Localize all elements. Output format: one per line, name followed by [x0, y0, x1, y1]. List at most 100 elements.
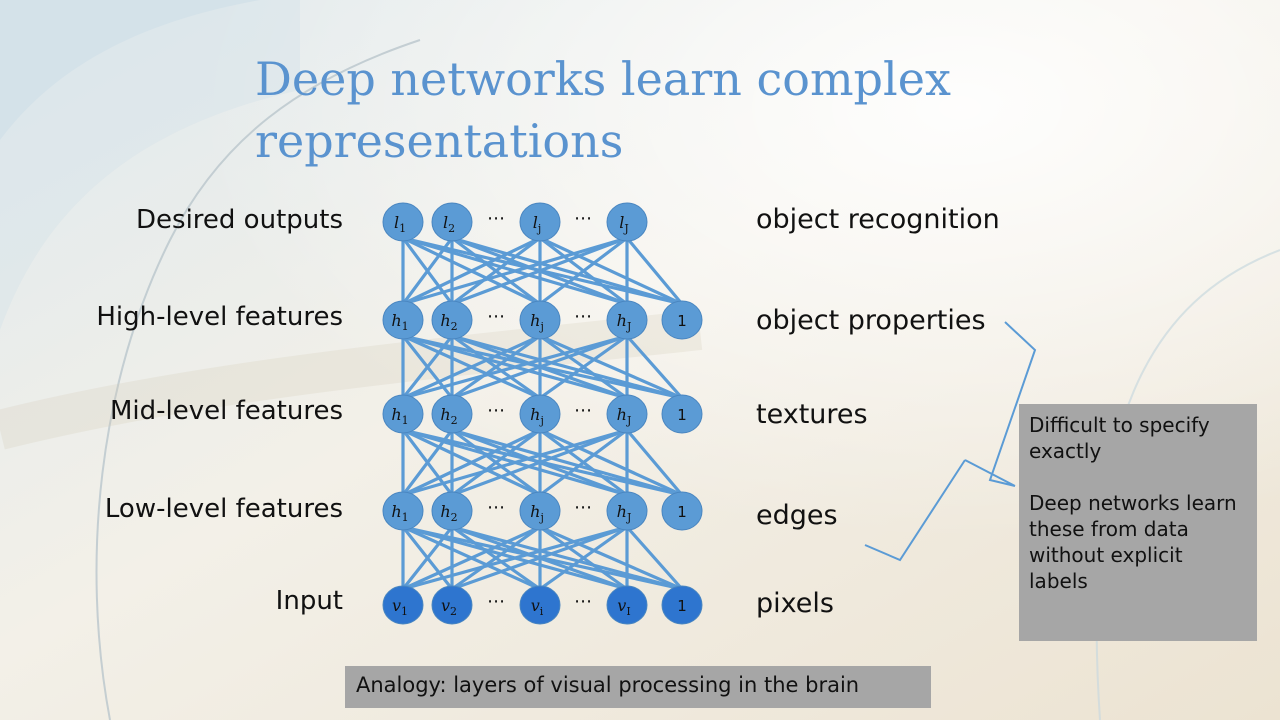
node-h-2 — [431, 394, 473, 434]
ellipsis-dots: ⋯ — [574, 591, 592, 612]
node-h-j — [519, 394, 561, 434]
ellipsis-dots: ⋯ — [487, 400, 505, 421]
edge — [401, 334, 542, 400]
edge — [450, 236, 629, 306]
bias-label: 1 — [677, 503, 687, 521]
ellipsis-dots: ⋯ — [487, 497, 505, 518]
ellipsis-dots: ⋯ — [574, 497, 592, 518]
edge — [401, 428, 542, 497]
node-h-2 — [431, 491, 473, 531]
edge — [450, 236, 542, 306]
note-box: Difficult to specify exactly Deep networ… — [1019, 404, 1257, 641]
edge — [450, 525, 542, 591]
node-h-2 — [431, 300, 473, 340]
node-h-J — [606, 300, 648, 340]
edge — [625, 334, 684, 400]
edge — [625, 525, 684, 591]
note-line-2: Deep networks learn these from data with… — [1029, 491, 1237, 593]
bias-node — [661, 300, 703, 340]
row-label-input: Input — [275, 586, 343, 616]
edge — [538, 428, 629, 497]
bias-label: 1 — [677, 312, 687, 330]
node-l-J — [606, 202, 648, 242]
edge — [538, 428, 684, 497]
edge — [401, 236, 629, 306]
node-label: hj — [530, 502, 544, 524]
node-h-j — [519, 491, 561, 531]
edge — [401, 525, 454, 591]
edge — [450, 334, 629, 400]
row-label-low-level: Low-level features — [104, 494, 343, 524]
edge — [401, 236, 454, 306]
edge — [401, 525, 629, 591]
right-label-edges: edges — [756, 500, 838, 531]
edge — [450, 525, 684, 591]
right-label-object-properties: object properties — [756, 305, 986, 336]
ellipsis-dots: ⋯ — [574, 400, 592, 421]
edge — [401, 525, 542, 591]
right-label-textures: textures — [756, 399, 868, 430]
node-h-J — [606, 491, 648, 531]
bias-label: 1 — [677, 597, 687, 615]
edge — [538, 525, 684, 591]
note-line-1: Difficult to specify exactly — [1029, 413, 1210, 463]
row-label-mid-level: Mid-level features — [109, 396, 343, 426]
edge — [450, 236, 684, 306]
edge — [401, 428, 629, 497]
node-label: lj — [533, 213, 542, 235]
edge — [538, 236, 684, 306]
node-label: hj — [530, 405, 544, 427]
edge — [450, 525, 629, 591]
edge — [538, 334, 629, 400]
edge — [625, 428, 684, 497]
bias-node — [661, 491, 703, 531]
edge — [538, 236, 629, 306]
edge — [625, 236, 684, 306]
node-l-1 — [382, 202, 424, 242]
node-v-2 — [431, 585, 473, 625]
node-h-1 — [382, 394, 424, 434]
ellipsis-dots: ⋯ — [487, 591, 505, 612]
node-h-J — [606, 394, 648, 434]
node-h-1 — [382, 300, 424, 340]
edges-group — [401, 236, 684, 591]
edge — [538, 334, 684, 400]
right-label-object-recognition: object recognition — [756, 204, 1000, 235]
ellipsis-dots: ⋯ — [487, 208, 505, 229]
node-v-1 — [382, 585, 424, 625]
node-h-1 — [382, 491, 424, 531]
bias-node — [661, 585, 703, 625]
bias-label: 1 — [677, 406, 687, 424]
ellipsis-dots: ⋯ — [487, 306, 505, 327]
bias-node — [661, 394, 703, 434]
edge — [450, 334, 542, 400]
edge — [401, 428, 454, 497]
row-label-high-level: High-level features — [96, 302, 343, 332]
node-l-2 — [431, 202, 473, 242]
node-v-I — [606, 585, 648, 625]
analogy-caption: Analogy: layers of visual processing in … — [345, 666, 931, 708]
ellipsis-dots: ⋯ — [574, 208, 592, 229]
node-l-j — [519, 202, 561, 242]
row-label-desired-outputs: Desired outputs — [136, 205, 343, 235]
edge — [450, 428, 629, 497]
right-label-pixels: pixels — [756, 588, 834, 619]
edge — [450, 428, 542, 497]
edge — [538, 525, 629, 591]
edge — [401, 236, 542, 306]
ellipsis-dots: ⋯ — [574, 306, 592, 327]
slide-title: Deep networks learn complex representati… — [255, 52, 951, 168]
edge — [450, 428, 684, 497]
node-label: lJ — [619, 213, 629, 235]
node-v-i — [519, 585, 561, 625]
node-label: hj — [530, 311, 544, 333]
edge — [450, 334, 684, 400]
node-h-j — [519, 300, 561, 340]
